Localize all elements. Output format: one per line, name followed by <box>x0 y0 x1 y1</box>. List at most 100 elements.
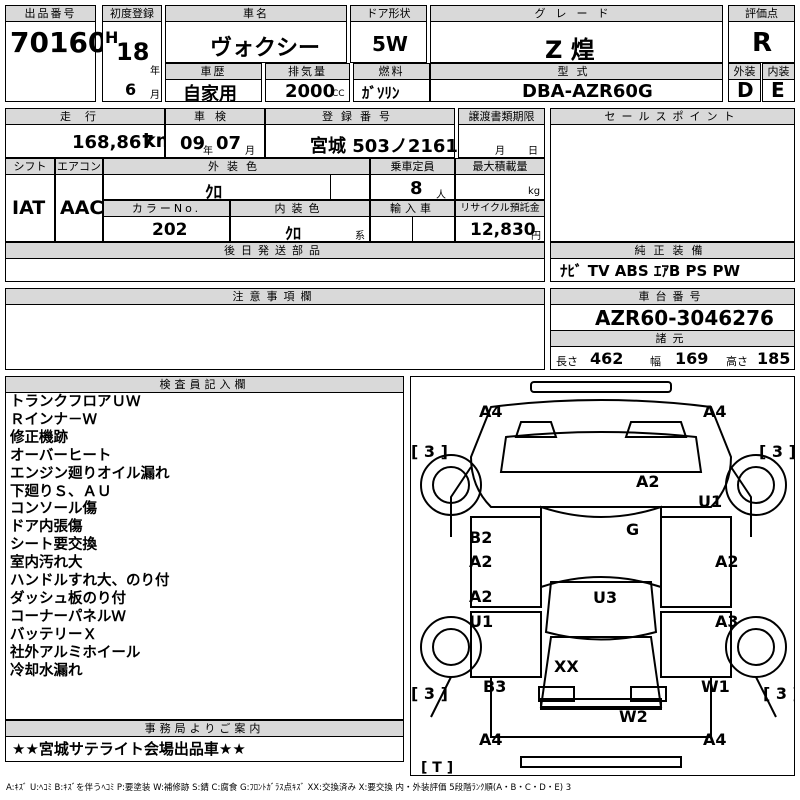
ext-value: D <box>737 78 754 102</box>
dims-len-label: 長さ <box>556 355 578 368</box>
inspector-line: バッテリーＸ <box>10 626 97 643</box>
reg-year-unit: 年 <box>150 66 160 77</box>
inspector-line: 社外アルミホイール <box>10 644 141 661</box>
int-label: 内装 <box>762 63 795 80</box>
fuel-label: 燃料 <box>353 63 430 80</box>
legend: A:ｷｽﾞ U:ﾍｺﾐ B:ｷｽﾞを伴うﾍｺﾐ P:要塗装 W:補修跡 S:錆 … <box>6 783 572 793</box>
inspector-line: 冷却水漏れ <box>10 662 83 679</box>
mark-roof-rear: U3 <box>593 588 617 607</box>
mark-tire-bottom-right: [ 3 ] <box>763 684 795 703</box>
shift-value: IAT <box>12 197 46 219</box>
car-name: ヴォクシー <box>210 36 321 61</box>
model-value: DBA-AZR60G <box>522 81 653 102</box>
reg-era: H <box>105 28 119 47</box>
load-label: 最大積載量 <box>455 158 545 175</box>
shift-label: シフト <box>5 158 55 175</box>
reg-month-unit: 月 <box>150 90 160 101</box>
history-value: 自家用 <box>183 84 237 105</box>
transfer-month: 月 <box>495 146 505 157</box>
mark-fender-right: U1 <box>698 492 722 511</box>
mark-tire-top-right: [ 3 ] <box>759 442 795 461</box>
intcolor-unit: 系 <box>355 231 365 242</box>
mark-hood: A2 <box>636 472 660 491</box>
mark-trunk: [ T ] <box>421 760 453 776</box>
mark-front-right: A4 <box>703 402 727 421</box>
mileage-value: 168,867 <box>72 132 154 153</box>
mileage-label: 走行 <box>5 108 165 125</box>
dims-len-value: 462 <box>590 349 624 368</box>
mark-rear-glass: XX <box>554 657 579 676</box>
inspector-line: トランクフロアＵＷ <box>10 394 141 410</box>
mark-left-door-a2: A2 <box>469 552 493 571</box>
mark-rear-left-b3: B3 <box>483 677 506 696</box>
mark-right-rear-a3: A3 <box>715 612 739 631</box>
intcolor-label: 内装色 <box>230 200 370 217</box>
mark-tire-bottom-left: [ 3 ] <box>411 684 448 703</box>
dims-hei-value: 185 <box>757 349 791 368</box>
inspect-year-unit: 年 <box>203 146 213 157</box>
mark-front-left: A4 <box>479 402 503 421</box>
inspector-line: エンジン廻りオイル漏れ <box>10 465 170 482</box>
transfer-day: 日 <box>528 146 538 157</box>
ext-label: 外装 <box>728 63 761 80</box>
reg-label: 初度登録 <box>102 5 162 22</box>
int-value: E <box>771 78 785 102</box>
office-text: ★★宮城サテライト会場出品車★★ <box>12 740 246 758</box>
lot-label: 出品番号 <box>5 5 96 22</box>
office-label: 事務局よりご案内 <box>5 720 404 737</box>
notes-label: 注意事項欄 <box>5 288 545 305</box>
color-divider <box>330 174 331 200</box>
capacity-label: 乗車定員 <box>370 158 455 175</box>
ac-value: AAC <box>60 197 104 219</box>
inspector-box <box>5 376 404 720</box>
doors-value: 5W <box>372 32 408 56</box>
chassis-value: AZR60-3046276 <box>595 306 774 330</box>
transfer-label: 譲渡書類期限 <box>458 108 545 125</box>
grade-label: グレード <box>430 5 723 22</box>
inspector-line: コンソール傷 <box>10 501 97 518</box>
fuel-value: ｶﾞｿﾘﾝ <box>362 84 400 102</box>
recycle-label: リサイクル預託金 <box>455 200 545 217</box>
capacity-value: 8 <box>410 178 423 199</box>
inspect-month: 07 <box>216 133 242 154</box>
mark-left-rear-u1: U1 <box>469 612 493 631</box>
chassis-label: 車台番号 <box>550 288 795 305</box>
grade-value: Z 煌 <box>545 36 595 64</box>
lot-number: 70160 <box>10 26 108 59</box>
cc-label: 排気量 <box>265 63 350 80</box>
inspector-line: ハンドルすれ大、のり付 <box>10 573 170 590</box>
mark-rear-left-corner: A4 <box>479 730 503 749</box>
inspector-line: 下廻りＳ、ＡＵ <box>10 483 112 500</box>
inspector-line: ダッシュ板のり付 <box>10 590 126 607</box>
inspector-line: 室内汚れ大 <box>10 555 83 572</box>
reg-year: 18 <box>116 38 150 66</box>
cc-unit: CC <box>332 89 345 99</box>
color-label: 外装色 <box>103 158 370 175</box>
mark-rear-bumper: W2 <box>619 707 648 726</box>
name-label: 車名 <box>165 5 347 22</box>
equipment-label: 純正装備 <box>550 242 795 259</box>
colorno-value: 202 <box>152 220 188 240</box>
sales-point-label: セールスポイント <box>550 108 795 125</box>
colorno-label: カラーNo. <box>103 200 230 217</box>
inspect-label: 車検 <box>165 108 265 125</box>
inspector-line: オーバーヒート <box>10 447 112 464</box>
ac-label: エアコン <box>55 158 103 175</box>
mark-rear-right-corner: A4 <box>703 730 727 749</box>
import-label: 輸入車 <box>370 200 455 217</box>
inspect-year: 09 <box>180 133 206 154</box>
cc-value: 2000 <box>285 81 336 102</box>
color-value: ｸﾛ <box>205 183 222 203</box>
mark-tire-top-left: [ 3 ] <box>411 442 448 461</box>
score-label: 評価点 <box>728 5 795 22</box>
doors-label: ドア形状 <box>350 5 427 22</box>
dims-wid-label: 幅 <box>650 355 661 368</box>
later-parts-label: 後日発送部品 <box>5 242 545 259</box>
inspector-line: ドア内張傷 <box>10 519 83 536</box>
mark-roof-front: G <box>626 520 639 539</box>
equipment-value: ﾅﾋﾞ TV ABS ｴｱB PS PW <box>560 262 741 280</box>
score-value: R <box>752 28 773 58</box>
inspector-line: コーナーパネルＷ <box>10 608 126 625</box>
inspector-line: 修正機跡 <box>10 429 68 446</box>
